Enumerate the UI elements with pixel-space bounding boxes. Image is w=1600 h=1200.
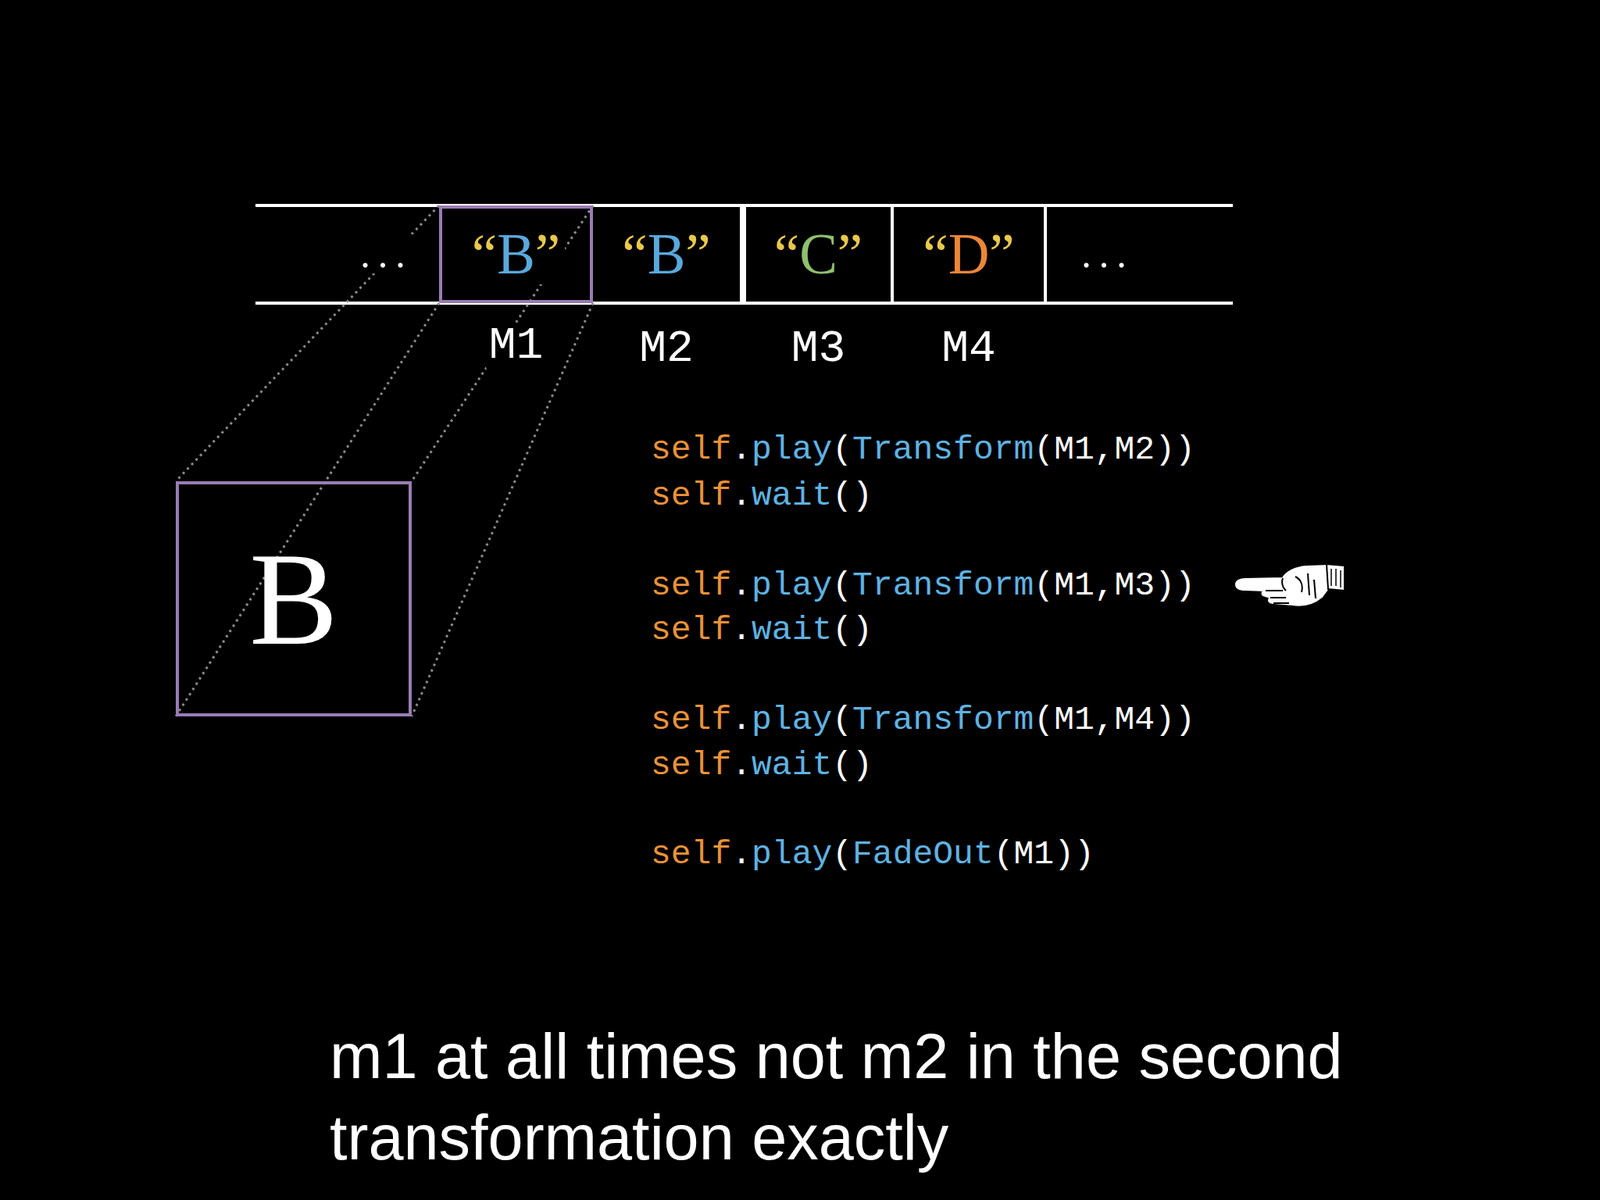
code-token: play (751, 566, 833, 605)
code-token: self (650, 700, 732, 740)
code-token: Transform (852, 566, 1034, 605)
code-token: play (751, 700, 833, 740)
value-glyph: ” (989, 222, 1015, 286)
code-token: , (1094, 566, 1115, 605)
code-token: )) (1154, 430, 1196, 469)
code-token: ( (832, 835, 853, 874)
code-token: () (832, 746, 873, 785)
cell-name: M1 (485, 323, 547, 369)
code-token: . (731, 700, 752, 740)
code-line: self.play(Transform(M1,M4)) (650, 703, 1196, 738)
code-token: ( (1033, 700, 1054, 740)
value-glyph: “ (922, 222, 948, 286)
code-token: . (731, 835, 752, 874)
memory-cell: “B”M2 (592, 205, 743, 304)
code-token: wait (751, 610, 833, 650)
code-token: M1 (1053, 566, 1095, 605)
code-token: . (731, 430, 752, 469)
code-token: play (751, 835, 833, 874)
ellipsis: ... (1071, 234, 1136, 274)
code-token: ( (993, 835, 1015, 874)
code-token: Transform (852, 700, 1034, 740)
value-glyph: ” (837, 222, 863, 286)
code-token: , (1094, 700, 1115, 740)
code-line: self.wait() (650, 748, 873, 783)
code-line: self.wait() (650, 478, 873, 514)
code-token: ( (832, 566, 853, 605)
code-token: self (650, 746, 732, 785)
code-token: )) (1154, 700, 1196, 740)
code-token: M4 (1114, 700, 1156, 740)
cell-name: M2 (635, 326, 697, 372)
code-token: wait (751, 746, 833, 785)
value-glyph: ” (685, 222, 711, 286)
code-token: . (731, 746, 752, 785)
code-token: )) (1154, 566, 1196, 605)
code-token: . (731, 476, 752, 515)
zoom-projection-lines (175, 205, 593, 717)
code-token: () (832, 610, 873, 650)
code-token: . (731, 610, 752, 650)
code-token: ( (832, 430, 853, 469)
value-glyph: “ (621, 222, 647, 286)
connector-layer (175, 205, 593, 717)
code-token: ( (832, 700, 853, 740)
cell-value: “D” (917, 224, 1020, 285)
cell-name: M3 (788, 326, 850, 372)
code-token: self (650, 566, 732, 605)
code-token: () (832, 476, 873, 515)
cell-value: “B” (467, 224, 566, 285)
code-token: M1 (1014, 835, 1055, 874)
code-line: self.play(Transform(M1,M3)) (650, 568, 1196, 604)
cell-value: “B” (617, 224, 716, 285)
subtitle-caption: m1 at all times not m2 in the second tra… (329, 1015, 1486, 1179)
value-glyph: ” (535, 222, 561, 286)
code-token: FadeOut (852, 835, 994, 874)
code-token: , (1094, 430, 1115, 469)
code-token: self (650, 430, 732, 469)
value-glyph: C (799, 222, 838, 286)
memory-cell: “C”M3 (742, 205, 894, 304)
zoomed-value: B (249, 532, 338, 666)
value-glyph: D (948, 222, 990, 286)
value-glyph: “ (471, 222, 497, 286)
value-glyph: “ (774, 222, 800, 286)
code-token: wait (751, 476, 833, 515)
value-glyph: B (647, 222, 686, 286)
code-token: M1 (1053, 430, 1095, 469)
code-token: self (650, 610, 732, 650)
tape-frame (255, 205, 1233, 304)
code-token: play (751, 430, 833, 469)
code-token: self (650, 835, 732, 874)
cell-value: “C” (769, 224, 868, 285)
code-token: M3 (1114, 566, 1156, 605)
code-token: ( (1033, 566, 1054, 605)
code-line: self.play(FadeOut(M1)) (650, 837, 1095, 872)
code-line: self.play(Transform(M1,M2)) (650, 432, 1196, 468)
memory-cell: “B”M1 (439, 205, 593, 304)
memory-cell: “D”M4 (893, 205, 1047, 304)
code-token: ( (1033, 430, 1054, 469)
zoom-box: B (175, 481, 412, 717)
code-line: self.wait() (650, 613, 873, 648)
ellipsis: ... (350, 234, 415, 274)
pointing-hand-icon (1235, 564, 1345, 606)
code-token: M1 (1053, 700, 1095, 740)
code-token: self (650, 476, 732, 515)
code-token: Transform (852, 430, 1034, 469)
code-token: . (731, 566, 752, 605)
cell-name: M4 (938, 326, 1000, 372)
code-token: M2 (1114, 430, 1156, 469)
value-glyph: B (496, 222, 536, 286)
code-token: )) (1053, 835, 1095, 874)
